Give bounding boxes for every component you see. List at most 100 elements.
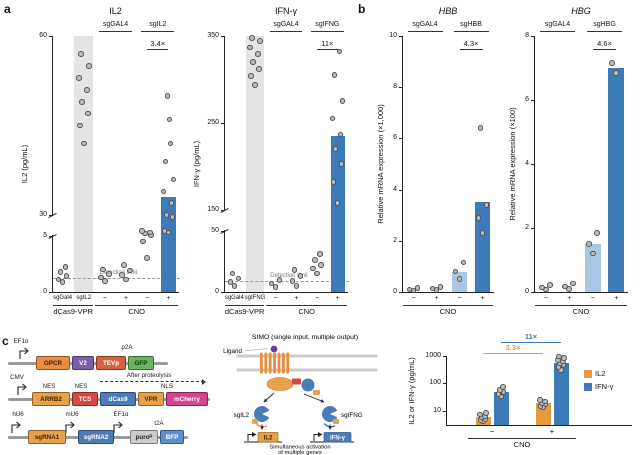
y-tick-label: 4 — [525, 160, 529, 167]
construct-box-mcherry: mCherry — [166, 392, 208, 406]
ligand-icon — [270, 345, 278, 353]
data-point — [312, 257, 318, 263]
detection-limit-line — [53, 278, 180, 280]
data-point — [566, 286, 573, 292]
legend-swatch — [584, 383, 592, 391]
fold-line — [317, 49, 338, 50]
y-tick-label: 10 — [389, 32, 397, 39]
x-tick-label: + — [166, 295, 171, 302]
chart-title: IL2 — [109, 6, 122, 16]
top-span-label: sgGAL4 — [544, 21, 571, 28]
data-point — [59, 279, 66, 285]
data-point — [310, 265, 316, 272]
detection-limit-label: Detection limit — [99, 270, 138, 277]
data-point — [162, 158, 169, 165]
fold-line — [501, 342, 561, 343]
group-span-line — [53, 305, 94, 306]
dcas9-complex-right-icon — [322, 406, 340, 428]
data-point — [168, 200, 175, 207]
data-point — [139, 228, 146, 234]
top-span-line — [269, 31, 303, 32]
data-point — [338, 161, 345, 167]
bar — [330, 136, 345, 292]
group-span-label: dCas9-VPR — [53, 307, 93, 316]
group-span-label: CNO — [513, 440, 531, 449]
x-tick-label: − — [411, 295, 416, 302]
y-tick-label: 0 — [215, 288, 219, 295]
data-point — [334, 200, 341, 206]
fold-line — [483, 353, 543, 354]
gene-cassette-ifng: IFN-γ — [310, 432, 354, 443]
data-point — [546, 282, 553, 288]
gpcr-receptor-icon — [260, 352, 290, 374]
y-tick — [531, 36, 534, 37]
y-tick — [399, 36, 402, 37]
construct-box-arrb2: ARRB2 — [32, 392, 70, 406]
data-point — [235, 275, 242, 282]
data-point — [542, 398, 548, 405]
label-after-proteolysis: After proteolysis — [126, 372, 172, 379]
data-point — [100, 266, 106, 273]
x-tick-label: − — [489, 427, 495, 436]
y-axis-label: IFN-γ (pg/mL) — [192, 140, 201, 188]
construct-sgrna: hU6 mU6 EF1α t2A sgRNA1 sgRNA2 puroᴿ BFP — [8, 411, 212, 448]
ligand-pointer-line — [243, 348, 269, 352]
data-point — [257, 38, 263, 45]
data-point — [609, 60, 616, 66]
y-tick-label: 5 — [43, 231, 47, 239]
tag-t2a: t2A — [154, 420, 164, 427]
y-tick — [221, 123, 224, 125]
y-tick — [221, 36, 224, 37]
gene-il2-label: IL2 — [264, 436, 273, 442]
y-axis — [402, 36, 403, 292]
y-tick-label: 30 — [39, 211, 47, 219]
data-point — [55, 276, 62, 283]
data-point — [297, 273, 304, 279]
top-span-line — [311, 31, 344, 32]
simo-caption-line1: Simultaneous activation — [269, 445, 330, 451]
top-span-label: sgIL2 — [149, 21, 167, 28]
top-span-label: sgHBG — [593, 21, 616, 28]
y-tick — [443, 356, 446, 357]
y-tick — [443, 383, 446, 385]
legend-label: IFN-γ — [595, 382, 614, 391]
y-tick — [443, 410, 446, 412]
data-point — [78, 98, 85, 105]
fold-line — [459, 49, 483, 50]
y-tick-label: 8 — [525, 32, 529, 39]
axis-break — [51, 216, 54, 235]
x-tick-label: + — [335, 295, 340, 302]
chart-title: IFN-γ — [275, 6, 297, 16]
y-tick-label: 0 — [525, 288, 529, 295]
group-span-line — [468, 438, 576, 439]
promoter-arrow-icon — [65, 421, 75, 433]
y-tick — [399, 240, 402, 242]
data-point — [167, 140, 174, 147]
simo-caption-line2: of multiple genes — [278, 450, 322, 455]
construct-box-bfp: BFP — [160, 430, 184, 444]
data-point — [160, 188, 167, 195]
data-point — [75, 75, 82, 81]
construct-arrestin-dcas9: After proteolysis CMV NES NES NLS ARRB2 … — [8, 372, 212, 408]
y-tick — [531, 164, 534, 165]
y-tick-label: 60 — [39, 32, 47, 39]
x-tick-label: − — [145, 295, 150, 302]
fold-line — [147, 49, 169, 50]
y-tick — [221, 292, 224, 293]
top-span-label: sgHBB — [460, 21, 482, 28]
y-axis — [446, 356, 447, 425]
data-point — [161, 227, 168, 234]
tag-p2a: p2A — [121, 344, 133, 351]
construct-box-tcs: TCS — [72, 392, 98, 406]
top-span-line — [539, 31, 576, 32]
data-point — [80, 140, 87, 147]
x-tick-label: − — [314, 295, 320, 302]
gene-ifng-label: IFN-γ — [330, 436, 346, 442]
data-point — [483, 410, 489, 416]
x-tick-label: + — [614, 295, 619, 302]
dcas9-complex-left-icon — [252, 406, 272, 428]
promoter-arrow-icon — [11, 421, 21, 433]
data-point — [102, 277, 108, 284]
